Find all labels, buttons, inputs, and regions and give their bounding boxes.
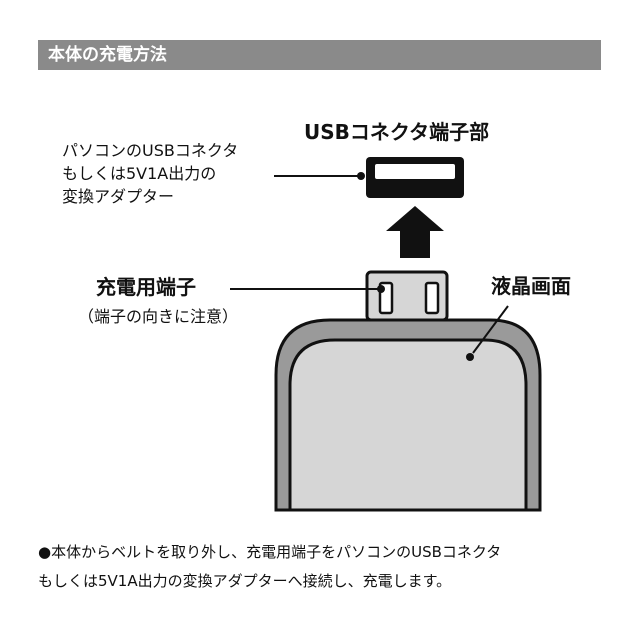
instruction-text: ●本体からベルトを取り外し、充電用端子をパソコンのUSBコネクタ もしくは5V1… bbox=[38, 538, 501, 596]
usb-connector-port bbox=[375, 164, 455, 179]
charging-terminal-label: 充電用端子 bbox=[96, 275, 196, 299]
instruction-line: ●本体からベルトを取り外し、充電用端子をパソコンのUSBコネクタ bbox=[38, 543, 502, 561]
leader-dot-lcd bbox=[466, 353, 474, 361]
power-source-line: 変換アダプター bbox=[62, 187, 175, 206]
power-source-line: パソコンのUSBコネクタ bbox=[62, 141, 239, 160]
lcd-screen bbox=[288, 338, 528, 512]
leader-dot-terminal bbox=[377, 285, 385, 293]
lcd-screen-label: 液晶画面 bbox=[491, 274, 571, 298]
usb-connector-label: USBコネクタ端子部 bbox=[304, 120, 490, 144]
section-header: 本体の充電方法 bbox=[38, 40, 601, 70]
terminal-orientation-note: （端子の向きに注意） bbox=[78, 307, 239, 326]
power-source-line: もしくは5V1A出力の bbox=[62, 164, 217, 183]
power-source-label: パソコンのUSBコネクタ もしくは5V1A出力の 変換アダプター bbox=[62, 139, 238, 208]
leader-line-lcd bbox=[472, 305, 509, 354]
leader-dot-usb bbox=[357, 172, 365, 180]
section-title: 本体の充電方法 bbox=[48, 45, 167, 65]
up-arrow-icon bbox=[386, 206, 444, 258]
instruction-line: もしくは5V1A出力の変換アダプターへ接続し、充電します。 bbox=[38, 572, 452, 590]
terminal-pin-right bbox=[424, 281, 440, 315]
